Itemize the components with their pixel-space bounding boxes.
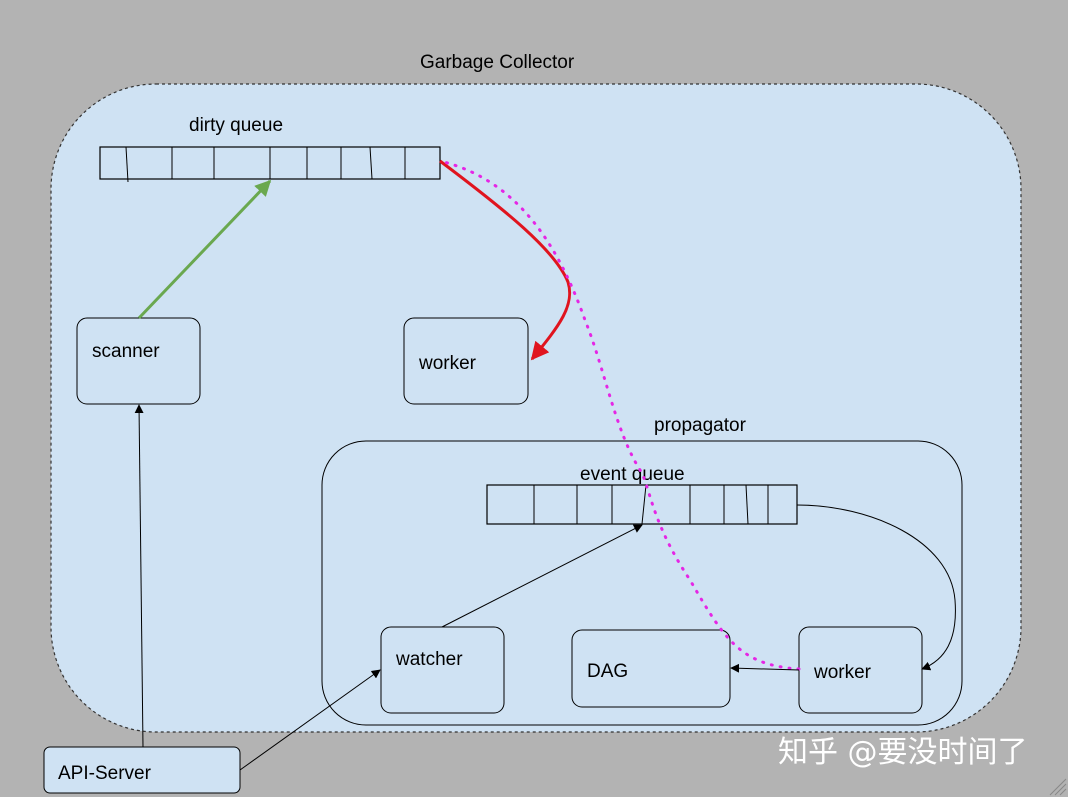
arrow-scanner-to-dirty-queue bbox=[137, 179, 272, 320]
watcher-label: watcher bbox=[395, 649, 463, 670]
watermark: 知乎 @要没时间了 bbox=[778, 735, 1028, 770]
propagator-label: propagator bbox=[654, 415, 747, 436]
arrow-worker-to-dag bbox=[730, 663, 800, 673]
event-queue bbox=[486, 484, 798, 525]
watcher-box bbox=[380, 626, 505, 714]
arrow-watcher-to-event-queue bbox=[441, 524, 643, 628]
event-queue-label: event queue bbox=[580, 464, 685, 485]
garbage-collector-title: Garbage Collector bbox=[420, 52, 575, 73]
garbage-collector-region bbox=[50, 83, 1022, 733]
dirty-queue bbox=[99, 146, 441, 183]
worker-top-label: worker bbox=[418, 353, 477, 374]
arrow-event-queue-to-worker bbox=[796, 504, 956, 671]
arrow-api-server-to-scanner bbox=[134, 404, 144, 748]
scanner-box bbox=[76, 317, 201, 405]
dotted-path-worker-to-dirty-queue bbox=[438, 159, 801, 671]
worker-top-box bbox=[403, 317, 529, 405]
dag-label: DAG bbox=[587, 661, 628, 682]
api-server-label: API-Server bbox=[58, 763, 152, 784]
arrow-dirty-queue-to-worker bbox=[439, 159, 572, 361]
propagator-region bbox=[321, 440, 963, 726]
worker-bottom-label: worker bbox=[813, 662, 872, 683]
dag-box bbox=[571, 629, 731, 708]
resize-grip-icon bbox=[1049, 778, 1067, 796]
arrow-api-server-to-watcher bbox=[239, 669, 381, 771]
dirty-queue-label: dirty queue bbox=[189, 115, 283, 136]
scanner-label: scanner bbox=[92, 341, 160, 362]
